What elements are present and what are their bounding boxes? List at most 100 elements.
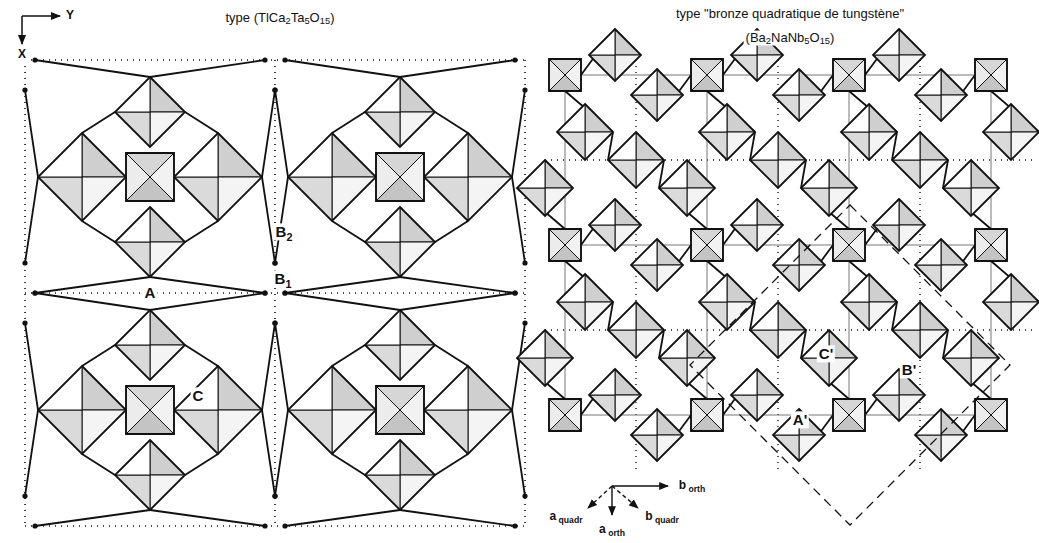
octahedron-outline [424,133,512,221]
cell-dotted-line [274,60,276,526]
octahedron-outline [517,160,573,216]
octahedron-face [691,229,707,261]
octahedron-outline [915,409,967,461]
bond-line [150,60,265,77]
axis-arrow [22,15,60,17]
octahedron-face [691,59,707,91]
octahedron-outline [873,199,925,251]
octahedron-outline [731,199,783,251]
bond-line [285,293,400,310]
bond-line [185,454,218,475]
octahedron-outline [376,386,424,434]
octahedron-outline [174,133,262,221]
octahedron-outline [943,160,999,216]
octahedron-outline [288,133,376,221]
octahedron-face [833,399,849,431]
octahedron-outline [841,274,897,330]
bond-line [25,177,38,263]
site-label: B2 [274,223,295,240]
bond-line [275,410,288,496]
bond-line [332,345,365,366]
octahedron-outline [288,366,376,454]
tetragonal-cell-outline [690,205,1010,525]
oxygen-dot [262,523,267,528]
bond-line [262,90,275,177]
bond-line [82,221,115,242]
bond-line [275,90,288,177]
site-label: C [191,387,206,404]
octahedron-outline [115,207,185,277]
oxygen-dot [32,523,37,528]
cell-line [565,75,991,76]
axis-arrow [612,486,638,508]
bond-line [400,293,515,310]
bond-line [185,112,218,133]
oxygen-dot [512,523,517,528]
octahedron-outline [833,399,865,431]
bond-line [400,277,515,293]
site-label: A' [791,411,809,428]
octahedron-face [833,59,849,91]
bond-line [82,454,115,475]
bond-line [262,177,275,263]
octahedron-outline [801,330,857,386]
octahedron-face [549,229,565,261]
oxygen-dot [22,320,27,325]
octahedron-outline [750,132,806,188]
bond-line [275,323,288,410]
oxygen-dot [512,57,517,62]
axis-label: X [16,48,28,62]
axis-arrow [612,485,668,486]
octahedron-face [126,153,150,201]
octahedron-outline [631,69,683,121]
octahedron-outline [365,77,435,147]
bond-line [185,221,218,242]
bond-line [35,277,150,293]
octahedron-outline [983,274,1039,330]
octahedron-outline [424,366,512,454]
bond-line [25,90,38,177]
oxygen-dot [272,87,277,92]
polyhedra [22,16,1039,529]
octahedron-face [975,229,991,261]
octahedron-outline [557,274,613,330]
octahedron-outline [174,366,262,454]
bond-line [332,112,365,133]
oxygen-dot [282,290,287,295]
bond-line [285,510,400,526]
octahedron-outline [126,386,174,434]
bond-line [150,510,265,526]
axis-label: b orth [677,479,708,493]
octahedron-outline [691,229,723,261]
bond-line [512,410,525,496]
bond-line [262,323,275,410]
octahedron-outline [365,440,435,510]
oxygen-dot [272,493,277,498]
oxygen-dot [262,57,267,62]
cell-dotted-line [25,292,525,294]
oxygen-dot [522,260,527,265]
oxygen-dot [22,260,27,265]
axis-arrow [21,16,23,44]
octahedron-outline [750,302,806,358]
octahedron-outline [659,160,715,216]
octahedron-face [975,59,991,91]
bond-line [25,323,38,410]
site-label: A [143,284,158,301]
octahedron-outline [975,399,1007,431]
octahedron-outline [115,440,185,510]
site-label: C' [817,345,835,362]
octahedron-outline [892,302,948,358]
oxygen-dot [22,87,27,92]
octahedron-outline [915,239,967,291]
octahedron-outline [608,132,664,188]
octahedron-outline [517,330,573,386]
bond-line [512,90,525,177]
oxygen-dot [272,260,277,265]
octahedron-outline [589,369,641,421]
axis-arrow [611,486,612,515]
octahedron-outline [365,310,435,380]
octahedron-outline [549,59,581,91]
